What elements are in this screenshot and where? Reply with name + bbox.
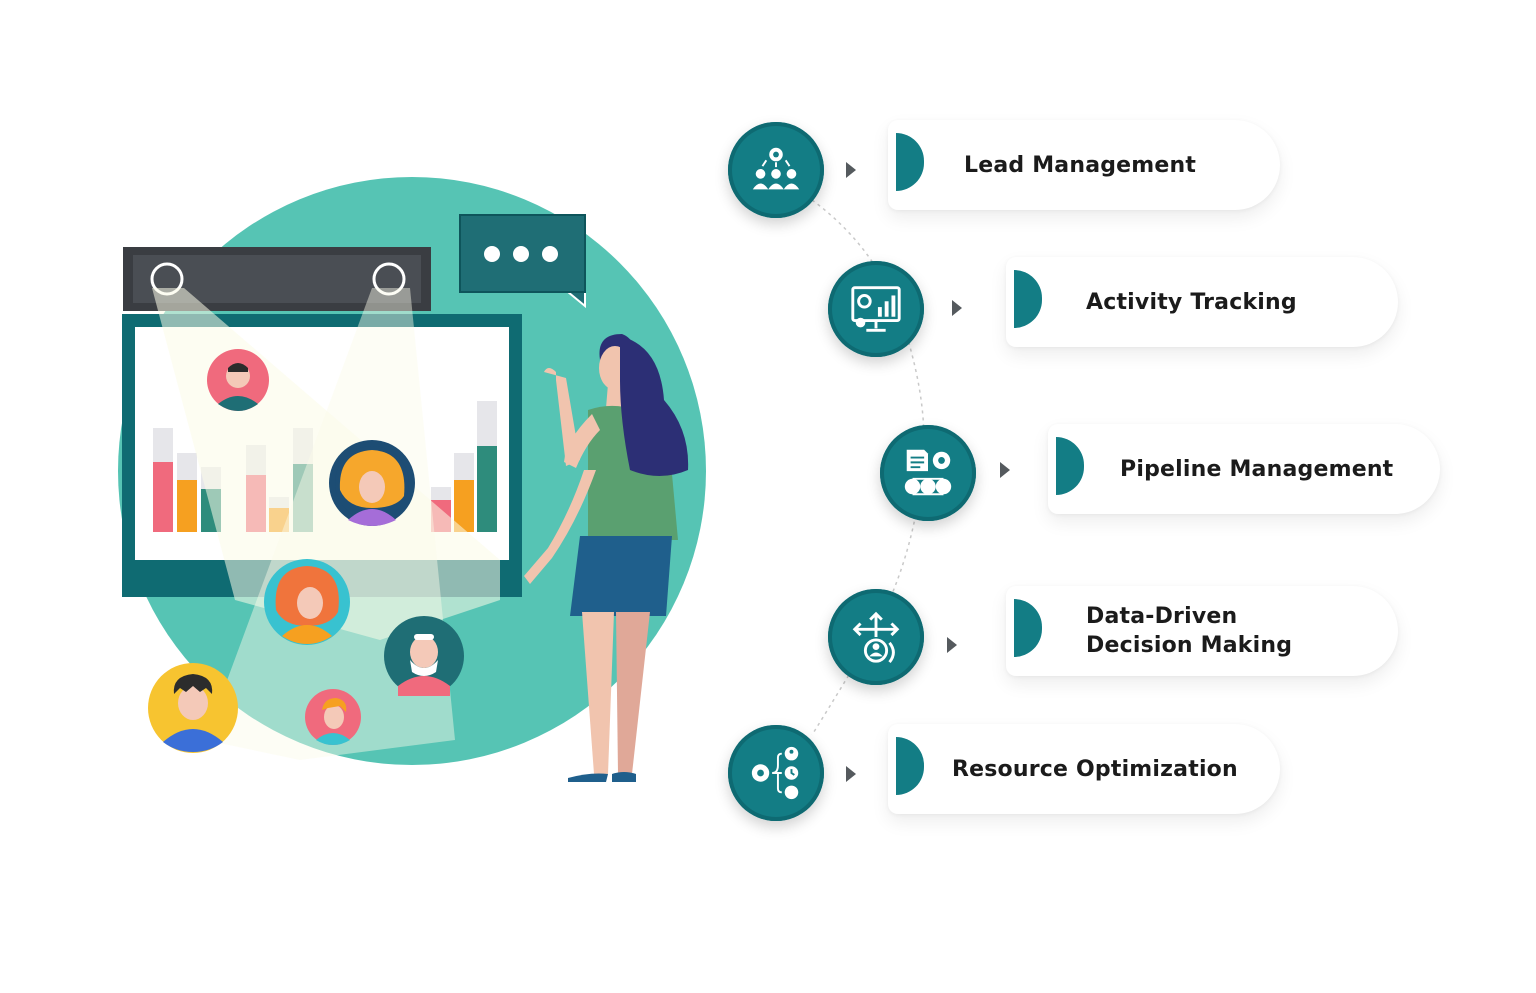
document-pipeline-gear-icon — [880, 425, 976, 521]
avatar-old-man — [384, 616, 464, 696]
feature-label-line1: Data-Driven — [1086, 604, 1238, 629]
team-gear-icon — [728, 122, 824, 218]
card-accent-tab — [1056, 437, 1084, 495]
feature-label: Resource Optimization — [952, 756, 1238, 782]
decision-arrows-person-icon — [828, 589, 924, 685]
arrow-right-icon — [952, 300, 962, 316]
avatar-man-yellow — [148, 663, 238, 753]
card-accent-tab — [896, 133, 924, 191]
feature-row: Pipeline Management — [0, 0, 1536, 521]
arrow-right-icon — [846, 766, 856, 782]
arrow-right-icon — [947, 637, 957, 653]
feature-label: Lead Management — [964, 152, 1197, 178]
card-accent-tab — [1014, 599, 1042, 657]
avatar-child — [305, 689, 361, 745]
chat-bubble-icon — [459, 214, 586, 309]
feature-card: Lead Management — [888, 120, 1280, 210]
card-accent-tab — [896, 737, 924, 795]
card-accent-tab — [1014, 270, 1042, 328]
monitor-analytics-icon — [828, 261, 924, 357]
feature-label: Activity Tracking — [1086, 289, 1297, 315]
presenter-woman — [524, 334, 689, 782]
feature-row: Lead Management — [0, 0, 1536, 218]
feature-label-line2: Decision Making — [1086, 633, 1293, 658]
feature-row: Activity Tracking — [0, 0, 1536, 357]
avatar-woman-blonde-center — [329, 440, 415, 526]
feature-row: Resource Optimization — [0, 0, 1536, 821]
feature-card: Resource Optimization — [888, 724, 1280, 814]
feature-card: Activity Tracking — [1006, 257, 1398, 347]
presentation-illustration — [118, 177, 706, 782]
avatar-woman-red — [264, 559, 350, 645]
projector-lens-right — [372, 262, 406, 296]
feature-card: Pipeline Management — [1048, 424, 1440, 514]
feature-label: Pipeline Management — [1120, 456, 1394, 482]
avatar-man-pink — [207, 349, 269, 411]
gear-resources-icon — [728, 725, 824, 821]
arrow-right-icon — [846, 162, 856, 178]
arrow-right-icon — [1000, 462, 1010, 478]
